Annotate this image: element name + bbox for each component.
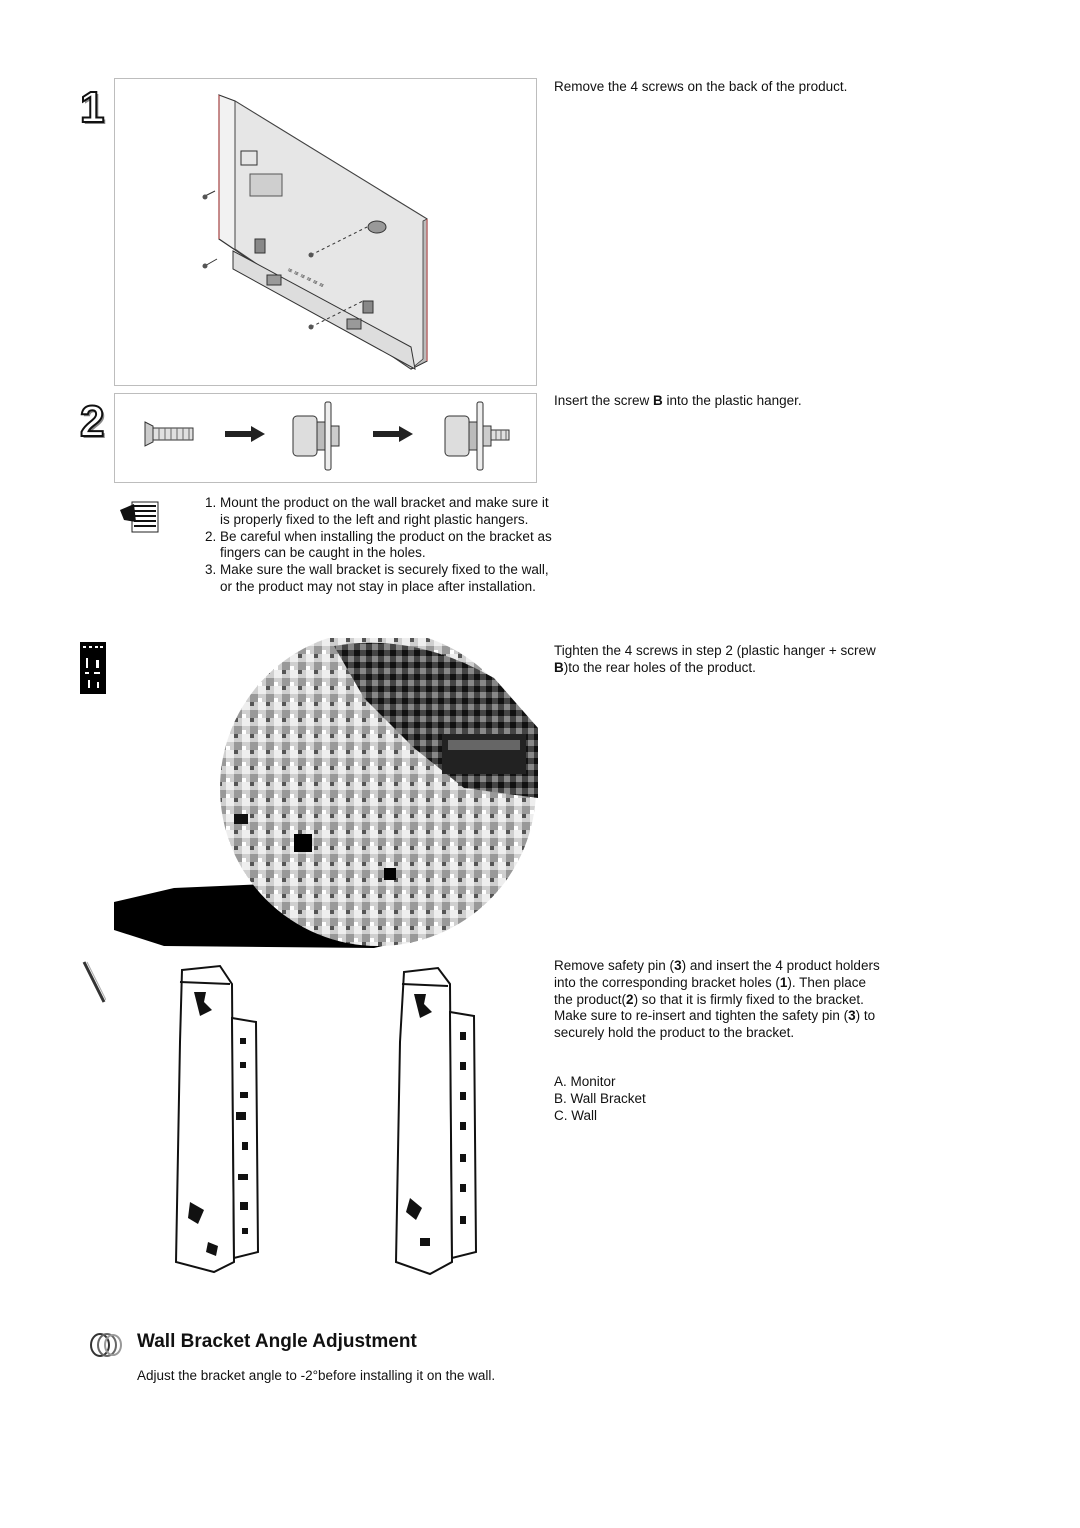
note-icon [120, 501, 159, 533]
section-text: Adjust the bracket angle to -2°before in… [137, 1368, 496, 1383]
step2-description: Insert the screw B into the plastic hang… [554, 393, 802, 408]
screw-hanger-illustration [144, 401, 510, 471]
step2-illustration-frame [114, 393, 537, 483]
installation-notes-list: Mount the product on the wall bracket an… [196, 495, 560, 596]
legend-item: A. Monitor [554, 1074, 616, 1089]
screw-icon [144, 421, 194, 447]
step-number-1: 1 [79, 83, 106, 132]
note-item: Mount the product on the wall bracket an… [220, 495, 560, 529]
step4-marker-icon [82, 961, 106, 1003]
section-title: Wall Bracket Angle Adjustment [137, 1331, 417, 1352]
arrow-right-icon [373, 426, 413, 442]
note-item: Be careful when installing the product o… [220, 529, 560, 563]
step4-description: Remove safety pin (3) and insert the 4 p… [554, 958, 880, 1041]
step1-description: Remove the 4 screws on the back of the p… [554, 79, 848, 94]
legend-item: B. Wall Bracket [554, 1090, 646, 1106]
legend-item: C. Wall [554, 1107, 597, 1123]
step1-illustration-frame: ≡ ≡ ≡ ≡ ≡ ≡ [114, 78, 537, 386]
hanger-with-screw-icon [444, 401, 510, 471]
note-item: Make sure the wall bracket is securely f… [220, 562, 560, 596]
step3-marker-icon [80, 642, 106, 694]
rings-icon [90, 1333, 122, 1357]
plastic-hanger-icon [292, 401, 340, 471]
bracket-left [174, 964, 260, 1274]
bracket-legend: A. Monitor B. Wall Bracket C. Wall [554, 1074, 646, 1124]
closeup-photo-illustration [114, 638, 538, 948]
tv-back-illustration: ≡ ≡ ≡ ≡ ≡ ≡ [202, 94, 428, 370]
step3-description: Tighten the 4 screws in step 2 (plastic … [554, 643, 876, 675]
step-number-2: 2 [79, 397, 106, 446]
arrow-right-icon [225, 426, 265, 442]
bracket-right [394, 966, 478, 1276]
wall-brackets-illustration [174, 964, 478, 1276]
